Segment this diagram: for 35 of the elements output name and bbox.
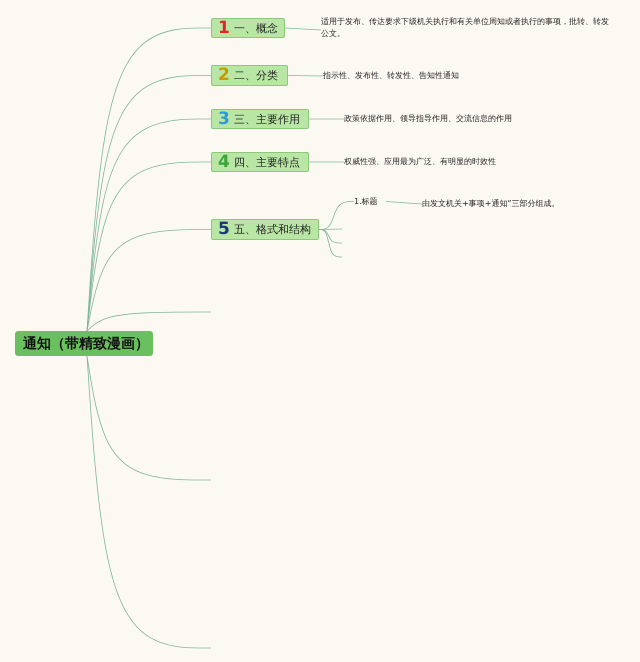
topic-number: 5 (218, 221, 230, 238)
branch-line (318, 229, 342, 244)
topic-box (211, 152, 309, 172)
topic-number: 4 (218, 154, 230, 170)
branch-text: 由发文机关+事项+通知”三部分组成。 (422, 198, 612, 210)
branch-text: 指示性、发布性、转发性、告知性通知 (323, 70, 523, 82)
branch-line (86, 312, 212, 332)
topic-label: 一、概念 (234, 20, 278, 36)
branch-line (284, 28, 322, 30)
branch-text: 适用于发布、传达要求下级机关执行和有关单位周知或者执行的事项，批转、转发公文。 (321, 16, 611, 44)
topic-box (211, 219, 319, 240)
topic-label: 二、分类 (234, 68, 278, 83)
branch-line (288, 75, 324, 76)
branch-line (86, 162, 212, 332)
branch-text: 1.标题 (354, 196, 386, 208)
topic-box (211, 109, 309, 129)
topic-number: 3 (218, 110, 230, 128)
branch-line (86, 356, 212, 648)
topic-box (211, 65, 288, 86)
topic-label: 四、主要特点 (234, 154, 300, 170)
central-topic: 通知（带精致漫画） (15, 331, 153, 356)
branch-line (86, 28, 212, 332)
topic-label: 五、格式和结构 (234, 222, 311, 237)
branch-line (86, 75, 212, 332)
topic-number: 1 (218, 20, 230, 36)
branch-text: 权威性强、应用最为广泛、有明显的时效性 (344, 156, 544, 168)
branch-line (386, 201, 422, 204)
branch-text: 政策依据作用、领导指导作用、交流信息的作用 (344, 113, 564, 125)
branch-line (318, 229, 342, 258)
branch-line (308, 118, 344, 120)
topic-label: 三、主要作用 (234, 112, 300, 126)
topic-number: 2 (218, 67, 230, 84)
branch-line (86, 356, 212, 480)
topic-box (211, 18, 285, 38)
branch-line (86, 229, 212, 332)
